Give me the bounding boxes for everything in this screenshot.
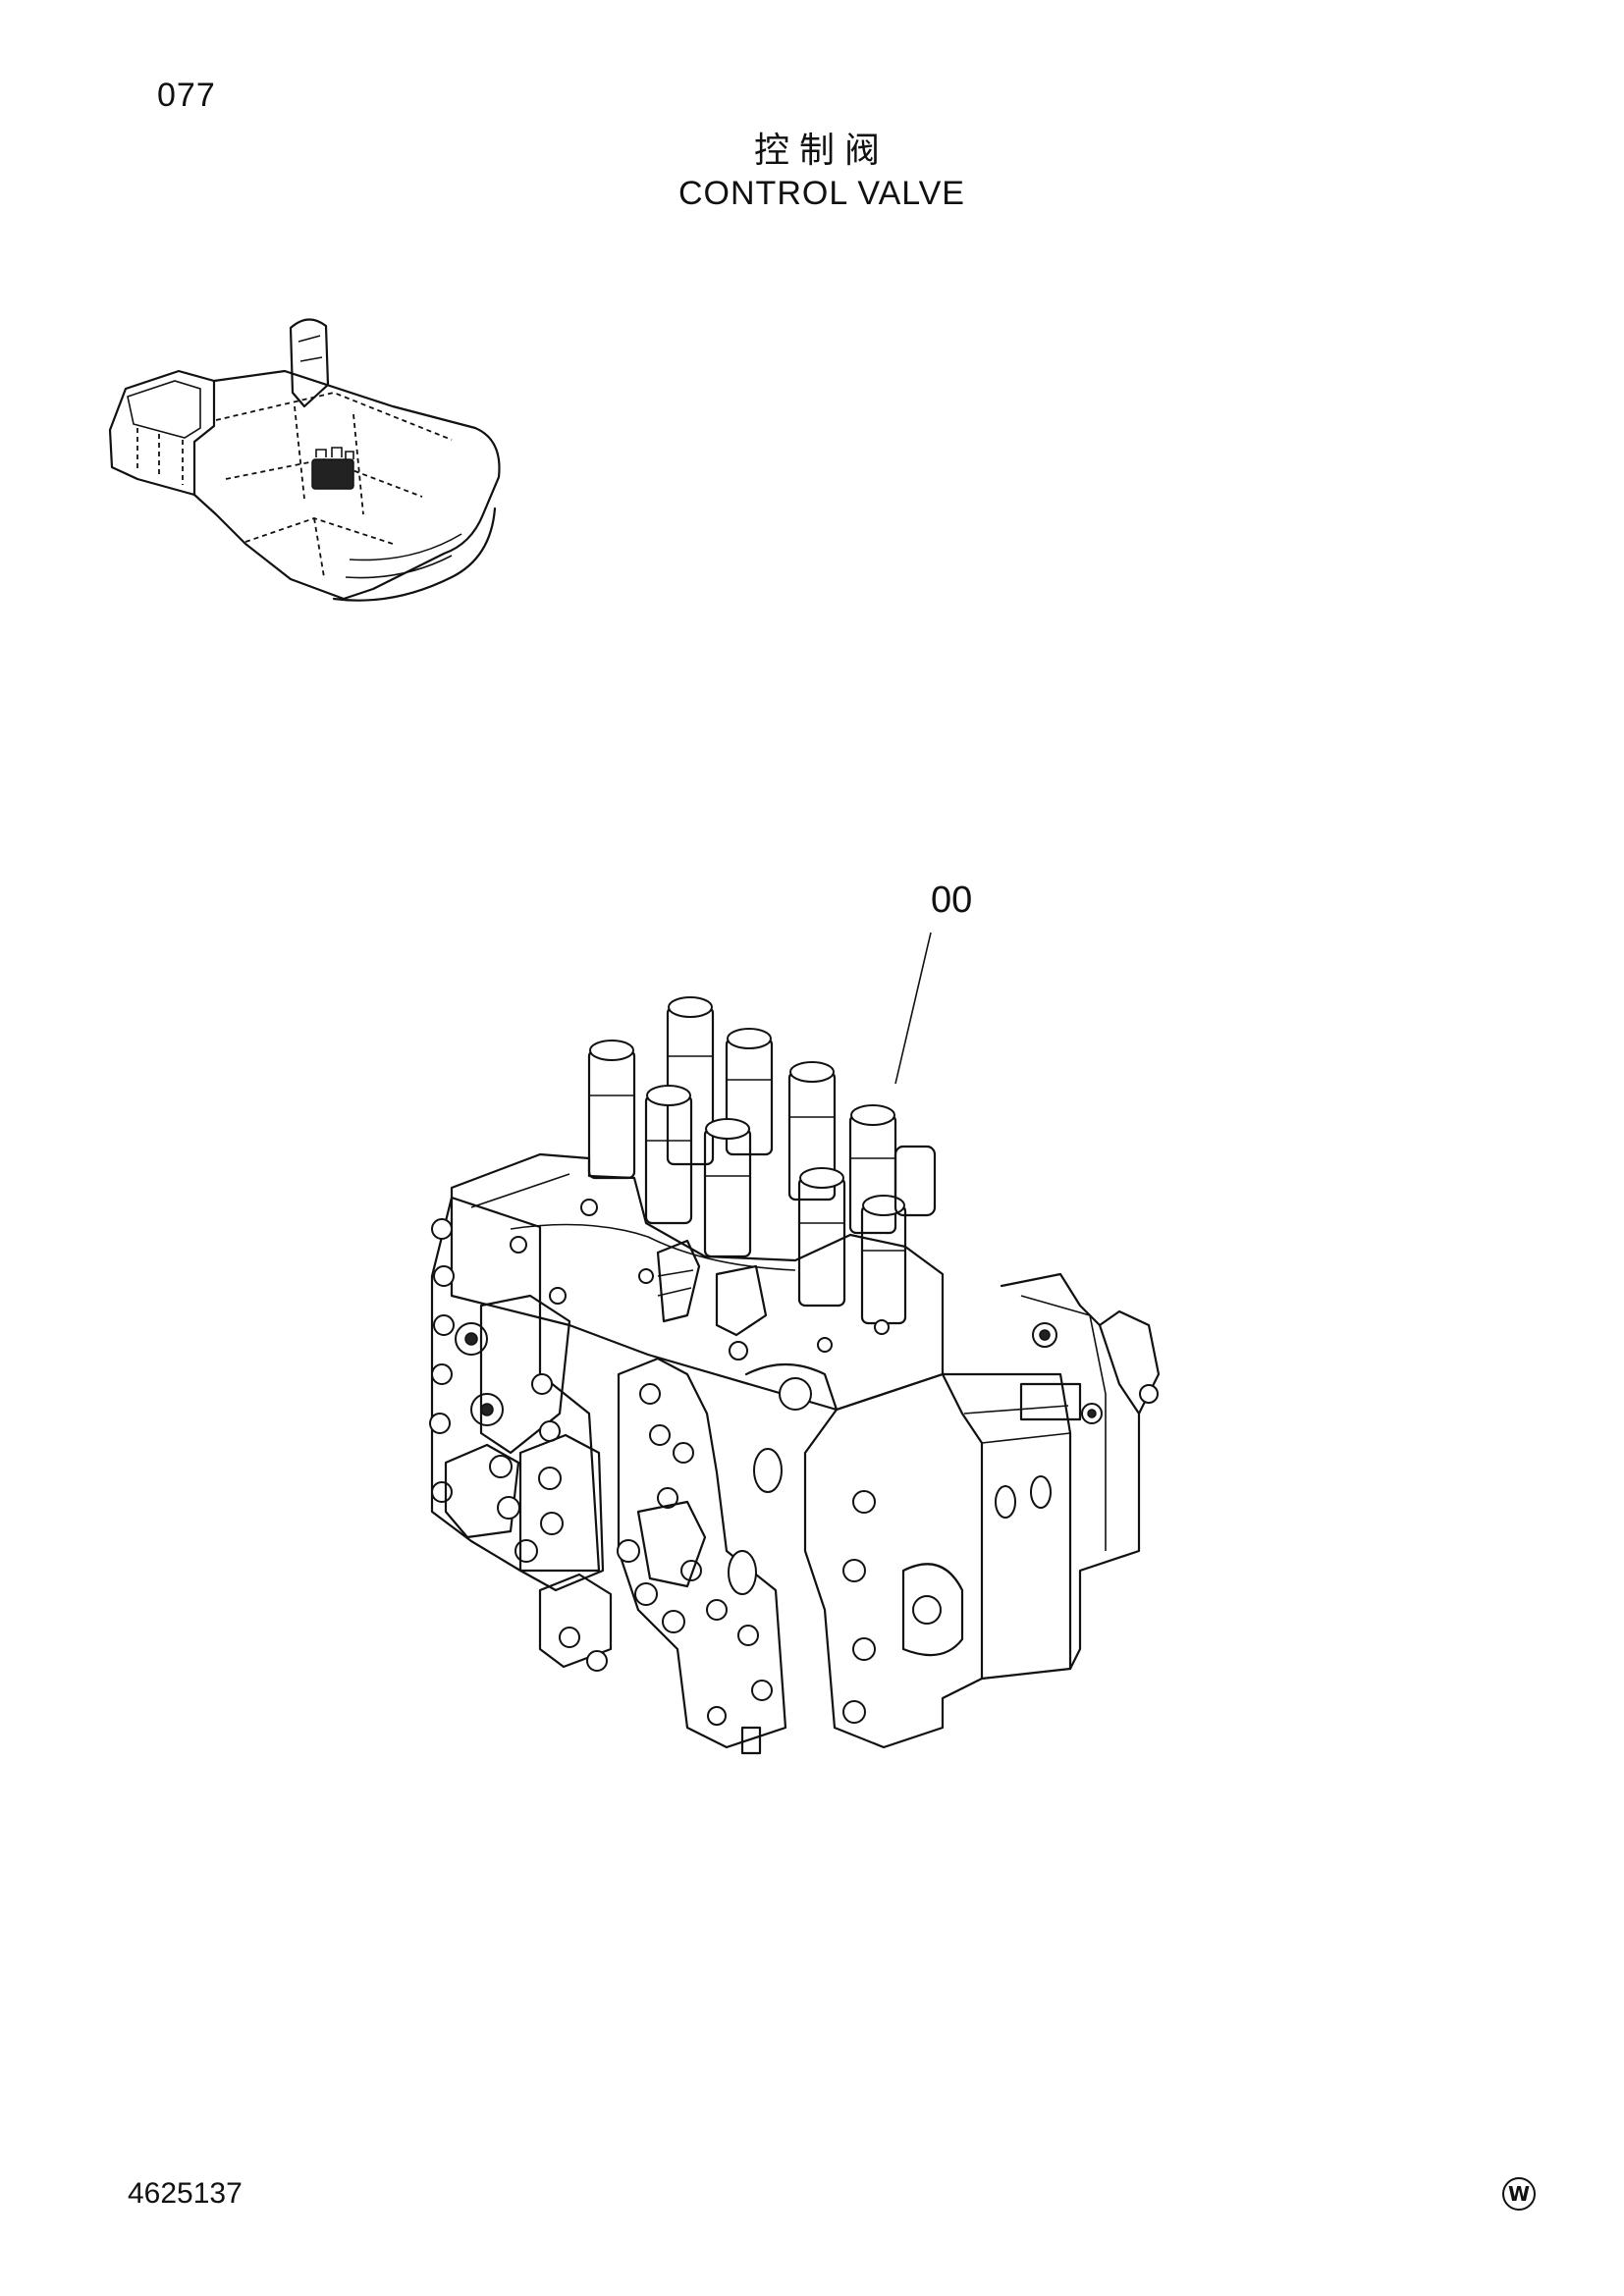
control-valve-drawing — [393, 864, 1178, 1767]
document-number: 4625137 — [128, 2177, 243, 2210]
circled-w-icon: W — [1502, 2177, 1536, 2211]
excavator-locator-icon — [98, 312, 511, 636]
part-callout-label: 00 — [931, 880, 973, 921]
page-title: CONTROL VALVE — [678, 175, 965, 212]
page-number: 077 — [157, 77, 216, 114]
page-title-chinese: 控制阀 — [753, 131, 890, 171]
